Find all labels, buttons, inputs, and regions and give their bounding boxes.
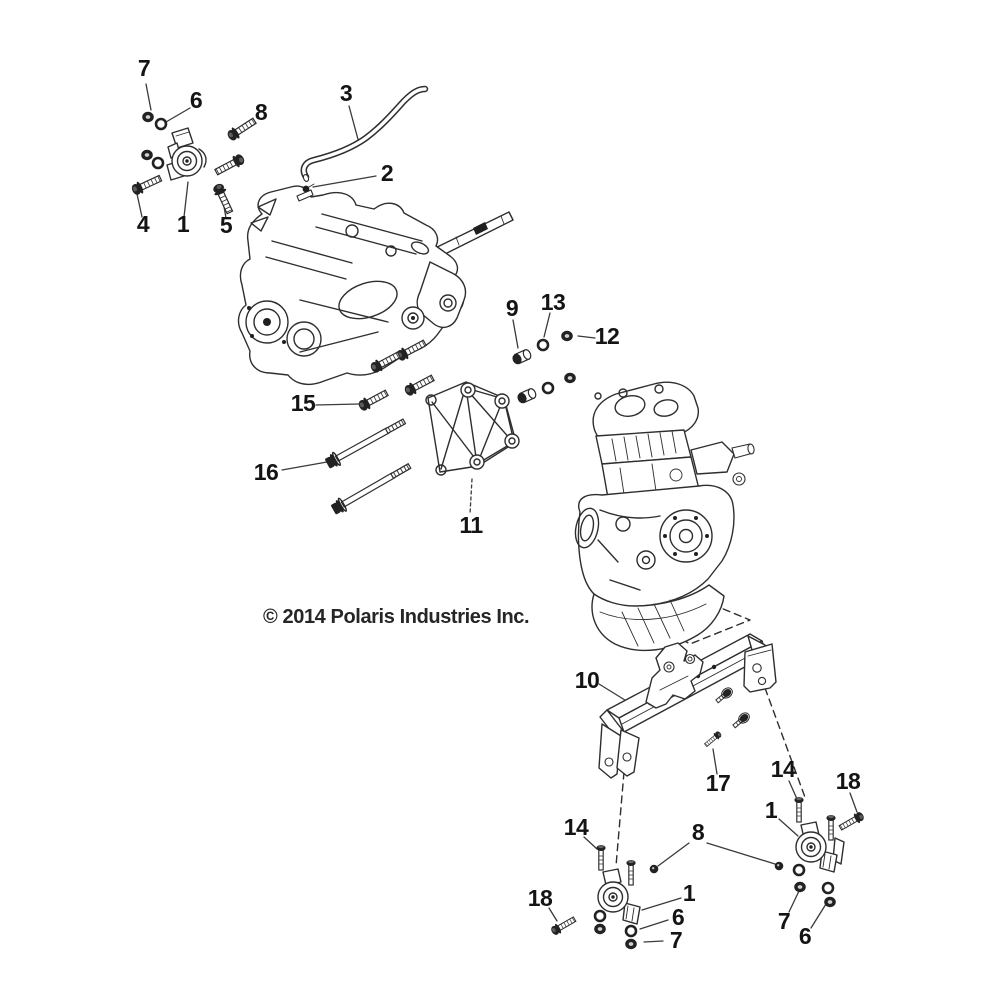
callout-18-right: 18 [836,768,861,794]
frame-to-right-mount-dashed-line [764,687,807,801]
right-engine-mount-group [774,796,867,908]
callout-leader-lines [136,83,858,943]
callout-4: 4 [137,211,150,237]
washer-13a [536,338,550,352]
callout-11: 11 [459,512,483,538]
engine-mount-left [597,868,641,925]
screw-17a [713,685,735,706]
transmission-case-details [245,189,467,357]
callout-6-top: 6 [190,87,202,113]
long-bolt-16a [323,414,409,472]
engine-intake [690,441,735,475]
vent-hose-group [300,85,429,193]
callout-3: 3 [340,80,352,106]
spacer-9b [515,386,538,406]
nut-7-left-a [594,923,606,935]
spacer-9a [510,347,533,367]
engine-mount-top [166,127,207,181]
left-engine-mount-group [548,844,659,950]
hose-clamp-2 [302,185,310,193]
callout-7-top: 7 [138,55,150,81]
flange-nut-7b [141,149,153,161]
clutch-cover [659,509,713,563]
callout-6-left: 6 [672,904,684,930]
stud-14-right [793,796,805,823]
frame-left-leg-a [598,723,622,779]
bolt-18-right [837,809,867,834]
washer-6-left-a [593,909,607,923]
frame-to-left-mount-dashed-line [615,771,625,867]
callout-1-left: 1 [683,880,696,906]
callout-18-left: 18 [528,885,553,911]
engine-mount-right [795,821,845,873]
callout-13: 13 [541,289,566,315]
bracket-bolt-c [402,371,437,399]
callout-14-left: 14 [564,814,589,840]
washer-6b [151,156,165,170]
engine-oil-pan [591,584,725,652]
nut-7-right-a [794,881,806,893]
transmission-assembly [237,185,514,386]
nut-7-right-b [824,896,836,908]
bolt-mount-side [212,151,247,179]
callout-12: 12 [595,323,620,349]
screw-17b [730,710,752,731]
nut-7-left-b [625,938,637,950]
bolt-8-right [774,861,784,871]
vent-hose [300,85,429,181]
callout-17: 17 [706,770,731,796]
stud-left-b [625,859,637,886]
transmission-mount-arm [416,261,467,329]
stud-right-b [825,814,837,841]
washer-6-right-b [821,881,835,895]
callout-8-top: 8 [255,99,268,125]
washer-6a [154,117,168,131]
callout-1-right: 1 [765,797,778,823]
mount-bracket-11 [425,381,520,476]
stator-cover [574,507,600,549]
spacer-hardware-group [510,330,576,406]
bolt-17 [702,729,724,749]
front-mount-group [129,111,259,216]
callout-2: 2 [381,160,393,186]
callout-15: 15 [291,390,316,416]
bolt-5 [210,181,237,216]
callout-5: 5 [220,212,233,238]
long-bolt-16b [328,458,414,518]
washer-13b [541,381,555,395]
callout-labels: 7 6 8 3 2 4 1 5 9 13 12 15 16 11 10 17 1… [137,55,862,953]
callout-1-top: 1 [177,211,190,237]
nut-12a [561,330,573,342]
callout-16: 16 [254,459,279,485]
callout-7-left: 7 [670,927,682,953]
stud-14-left [595,844,607,871]
bolt-8-left [649,864,659,874]
callout-10: 10 [575,667,600,693]
callout-6-right: 6 [799,923,811,949]
flange-nut-7a [142,111,154,123]
copyright-notice: © 2014 Polaris Industries Inc. [263,606,529,628]
engine-assembly [574,381,755,652]
bolt-8-top [224,114,259,144]
frame-crossmember-10 [598,633,777,779]
bolt-15 [356,386,391,414]
callout-7-right: 7 [778,908,790,934]
callout-14-right: 14 [771,756,796,782]
washer-6-left-b [624,924,638,938]
bolt-4 [129,171,164,198]
bolt-18-left [548,913,578,938]
callout-8-bottom: 8 [692,819,705,845]
washer-6-right-a [792,863,806,877]
callout-9: 9 [506,295,518,321]
nut-12b [564,372,576,384]
